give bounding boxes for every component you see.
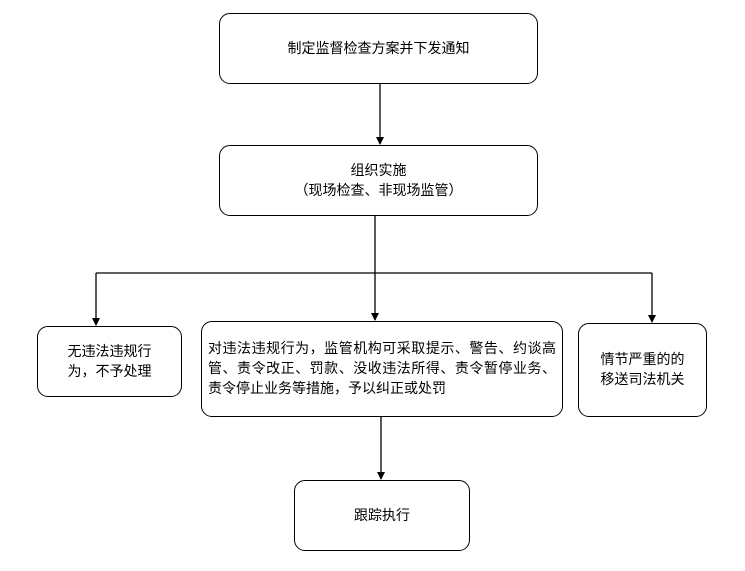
node-implement: 组织实施 （现场检查、非现场监管） [219,145,538,216]
node-no-violation: 无违法违规行 为，不予处理 [37,326,182,397]
node-judicial-transfer: 情节严重的的 移送司法机关 [578,323,707,417]
node-penalties: 对违法违规行为，监管机构可采取提示、警告、约谈高管、责令改正、罚款、没收违法所得… [201,321,563,417]
node-issue-plan-label: 制定监督检查方案并下发通知 [287,40,470,57]
node-penalties-label: 对违法违规行为，监管机构可采取提示、警告、约谈高管、责令改正、罚款、没收违法所得… [208,341,556,397]
node-follow-up: 跟踪执行 [294,480,470,551]
node-implement-label: 组织实施 （现场检查、非现场监管） [294,162,463,199]
node-issue-plan: 制定监督检查方案并下发通知 [219,13,538,84]
node-no-violation-label: 无违法违规行 为，不予处理 [67,343,152,380]
node-judicial-transfer-label: 情节严重的的 移送司法机关 [600,352,685,388]
node-follow-up-label: 跟踪执行 [354,507,410,524]
